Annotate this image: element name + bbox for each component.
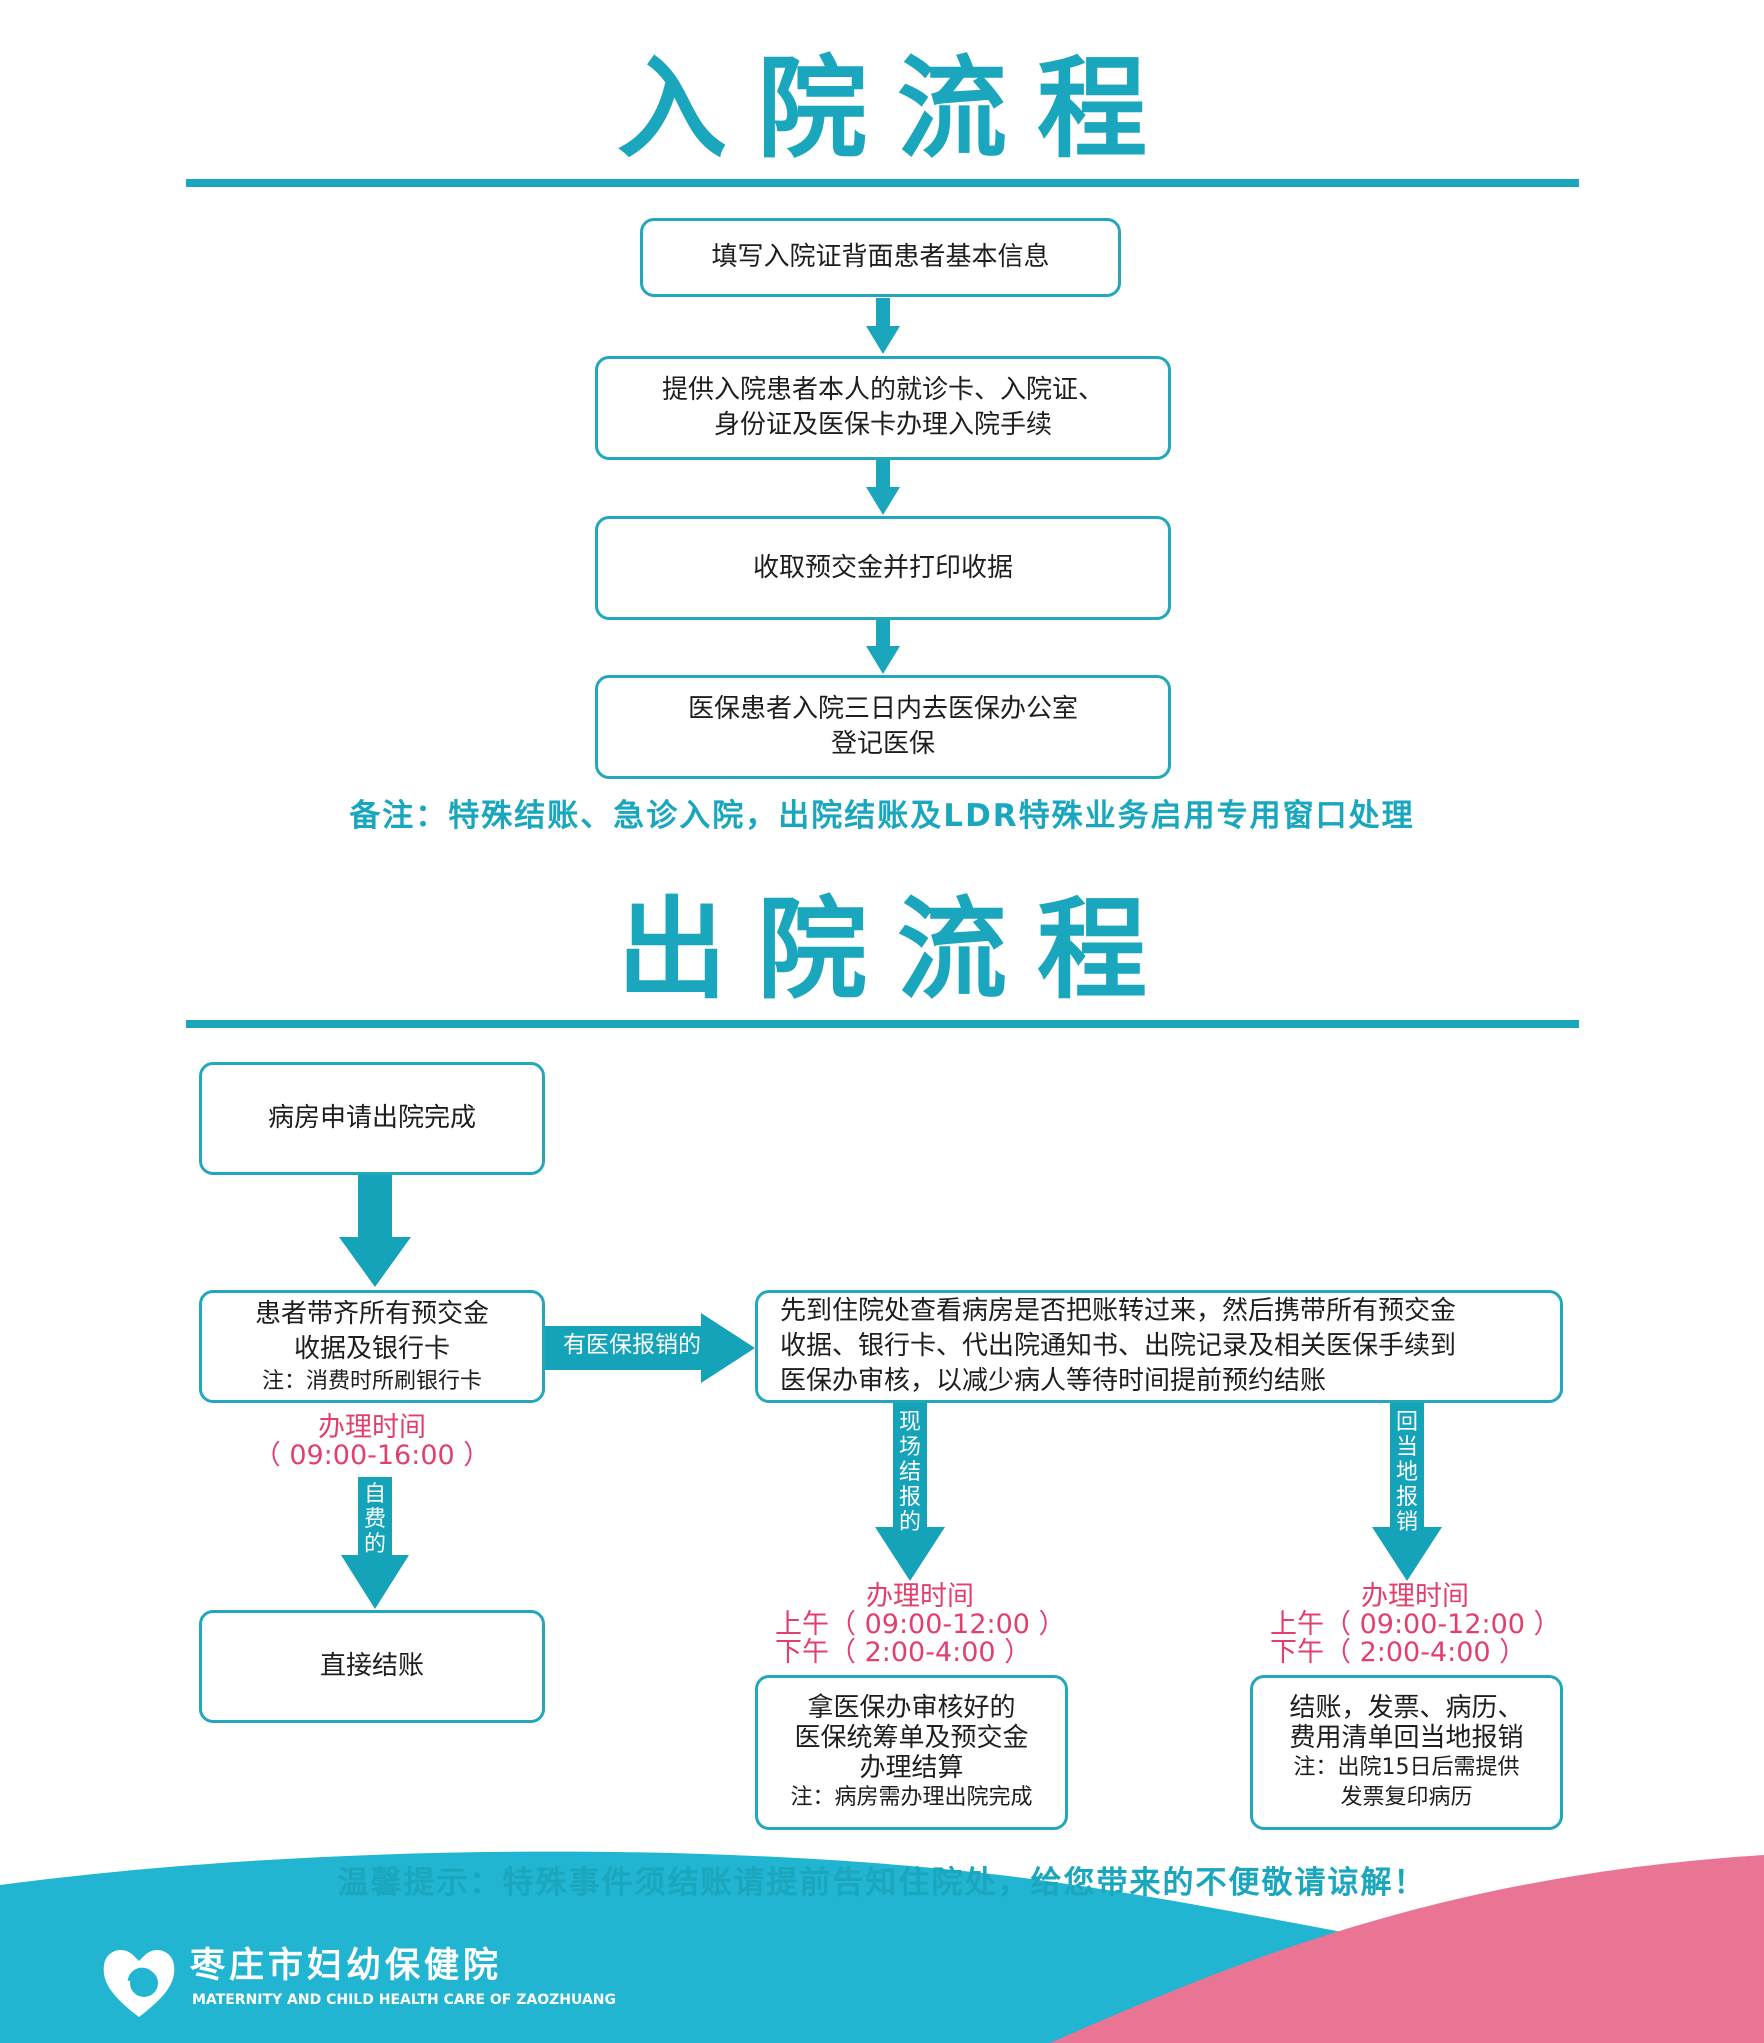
time-right-am: 上午（ 09:00-12:00 ） bbox=[1270, 1609, 1561, 1640]
time-right-label: 办理时间 bbox=[1361, 1581, 1469, 1612]
down-arrow-icon bbox=[875, 1403, 945, 1581]
admission-step-2: 提供入院患者本人的就诊卡、入院证、 身份证及医保卡办理入院手续 bbox=[595, 356, 1171, 460]
local-reimburse-box: 结账，发票、病历、 费用清单回当地报销 注：出院15日后需提供 发票复印病历 bbox=[1250, 1675, 1563, 1830]
admission-title: 入院流程 bbox=[617, 45, 1177, 173]
onsite-settle-box: 拿医保办审核好的 医保统筹单及预交金 办理结算 注：病房需办理出院完成 bbox=[755, 1675, 1068, 1830]
box-text: 拿医保办审核好的 bbox=[807, 1692, 1016, 1723]
warm-tip: 温馨提示：特殊事件须结账请提前告知住院处，给您带来的不便敬请谅解！ bbox=[337, 1865, 1427, 1901]
patient-documents-box: 患者带齐所有预交金 收据及银行卡 注：消费时所刷银行卡 bbox=[199, 1290, 545, 1403]
box-text: 结账，发票、病历、 bbox=[1289, 1692, 1524, 1723]
box-note: 注：消费时所刷银行卡 bbox=[261, 1368, 482, 1394]
box-text: 患者带齐所有预交金 bbox=[254, 1298, 489, 1329]
admission-step-3: 收取预交金并打印收据 bbox=[595, 516, 1171, 620]
box-text: 直接结账 bbox=[319, 1651, 424, 1681]
box-text: 费用清单回当地报销 bbox=[1289, 1722, 1524, 1753]
step-text: 提供入院患者本人的就诊卡、入院证、 bbox=[661, 375, 1104, 405]
hospital-logo-icon bbox=[103, 1950, 175, 2017]
step-text: 收取预交金并打印收据 bbox=[752, 552, 1013, 583]
box-note: 注：出院15日后需提供 bbox=[1293, 1754, 1520, 1780]
discharge-title: 出院流程 bbox=[617, 886, 1177, 1014]
box-text: 病房申请出院完成 bbox=[267, 1103, 476, 1133]
down-arrow-icon bbox=[339, 1175, 411, 1287]
local-reimburse-label: 回当地报销 bbox=[1395, 1410, 1418, 1535]
time-right-pm: 下午（ 2:00-4:00 ） bbox=[1270, 1637, 1527, 1668]
hospital-name-en: MATERNITY AND CHILD HEALTH CARE OF ZAOZH… bbox=[192, 1992, 616, 2008]
direct-settle-box: 直接结账 bbox=[199, 1610, 545, 1723]
box-text: 收据、银行卡、代出院通知书、出院记录及相关医保手续到 bbox=[780, 1331, 1457, 1361]
time-mid-label: 办理时间 bbox=[866, 1581, 974, 1612]
time-mid-pm: 下午（ 2:00-4:00 ） bbox=[775, 1637, 1032, 1668]
admission-step-1: 填写入院证背面患者基本信息 bbox=[640, 218, 1121, 297]
onsite-settle-label: 现场结报的 bbox=[898, 1410, 921, 1535]
hospital-name: 枣庄市妇幼保健院 bbox=[190, 1946, 503, 1986]
self-pay-label: 自费的 bbox=[363, 1482, 386, 1557]
down-arrow-icon bbox=[866, 460, 900, 515]
right-arrow-icon bbox=[545, 1313, 755, 1383]
step-text: 身份证及医保卡办理入院手续 bbox=[713, 410, 1052, 440]
box-text: 先到住院处查看病房是否把账转过来，然后携带所有预交金 bbox=[780, 1296, 1457, 1326]
down-arrow-icon bbox=[866, 298, 900, 354]
time-mid-am: 上午（ 09:00-12:00 ） bbox=[775, 1609, 1066, 1640]
box-text: 医保办审核，以减少病人等待时间提前预约结账 bbox=[780, 1366, 1327, 1396]
box-note: 发票复印病历 bbox=[1340, 1784, 1473, 1810]
step-text: 医保患者入院三日内去医保办公室 bbox=[687, 694, 1078, 724]
box-note: 注：病房需办理出院完成 bbox=[790, 1784, 1033, 1810]
box-text: 办理结算 bbox=[859, 1752, 964, 1783]
insurance-arrow-label: 有医保报销的 bbox=[563, 1332, 701, 1358]
down-arrow-icon bbox=[341, 1477, 409, 1609]
admission-step-4: 医保患者入院三日内去医保办公室 登记医保 bbox=[595, 675, 1171, 779]
ward-apply-box: 病房申请出院完成 bbox=[199, 1062, 545, 1175]
admission-title-rule bbox=[186, 179, 1579, 187]
admission-remark: 备注：特殊结账、急诊入院，出院结账及LDR特殊业务启用专用窗口处理 bbox=[349, 798, 1415, 834]
step-text: 填写入院证背面患者基本信息 bbox=[711, 242, 1050, 272]
insurance-process-box: 先到住院处查看病房是否把账转过来，然后携带所有预交金 收据、银行卡、代出院通知书… bbox=[755, 1290, 1563, 1403]
footer-wave-decoration bbox=[0, 1851, 1764, 2043]
down-arrow-icon bbox=[1372, 1403, 1442, 1581]
step-text: 登记医保 bbox=[830, 729, 935, 759]
box-text: 医保统筹单及预交金 bbox=[794, 1722, 1029, 1753]
down-arrow-icon bbox=[866, 620, 900, 674]
time-left-range: （ 09:00-16:00 ） bbox=[253, 1440, 491, 1471]
discharge-title-rule bbox=[186, 1020, 1579, 1028]
box-text: 收据及银行卡 bbox=[293, 1333, 450, 1364]
time-left-label: 办理时间 bbox=[318, 1412, 426, 1443]
